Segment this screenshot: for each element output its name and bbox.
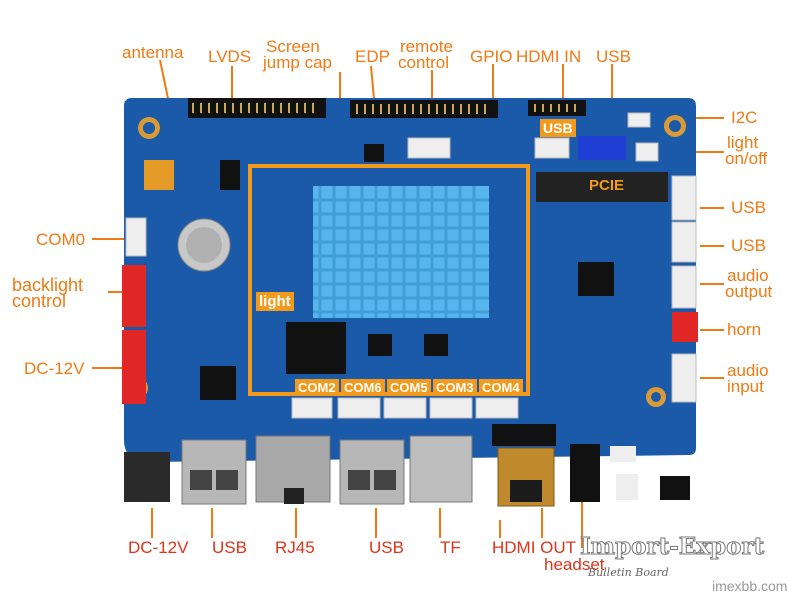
label-audio-input-2: input <box>727 377 764 396</box>
red-connectors <box>122 265 698 404</box>
chips <box>200 144 614 400</box>
label-on-off: on/off <box>725 149 768 168</box>
watermark-sub: Bulletin Board <box>588 566 669 579</box>
label-hdmi-in: HDMI IN <box>516 47 582 66</box>
board-com2-label: COM2 <box>295 379 339 396</box>
label-i2c: I2C <box>731 108 758 127</box>
label-remote: remote <box>400 37 453 56</box>
board-usb-label: USB <box>540 119 576 137</box>
top-pin-headers <box>188 98 586 118</box>
board-com3-label: COM3 <box>433 379 477 396</box>
label-rj45: RJ45 <box>275 538 315 557</box>
label-headset: headset <box>544 555 605 574</box>
label-usb-bottom-2: USB <box>369 538 404 557</box>
label-usb-right-1: USB <box>731 198 766 217</box>
board-light-label: light <box>256 292 294 311</box>
label-usb-bottom-1: USB <box>212 538 247 557</box>
label-usb-top: USB <box>596 47 631 66</box>
white-connectors <box>125 112 697 419</box>
label-screen: Screen <box>266 37 320 56</box>
heatsink <box>313 186 489 318</box>
label-com0: COM0 <box>36 230 86 249</box>
board-pcie-label: PCIE <box>589 177 625 194</box>
label-antenna: antenna <box>122 43 184 62</box>
board-com6-label: COM6 <box>341 379 385 396</box>
label-usb-right-2: USB <box>731 236 766 255</box>
label-backlight-control: control <box>12 291 67 311</box>
board-com5-label: COM5 <box>387 379 431 396</box>
label-dc12v-bottom: DC-12V <box>128 538 189 557</box>
label-dc12v-left: DC-12V <box>24 359 85 378</box>
label-audio-output-2: output <box>725 282 773 301</box>
bottom-connectors <box>124 424 690 507</box>
label-gpio: GPIO <box>470 47 513 66</box>
label-audio-input-1: audio <box>727 361 769 380</box>
label-lvds: LVDS <box>208 47 252 66</box>
board-com4-label: COM4 <box>479 379 523 396</box>
label-backlight: backlight <box>12 275 84 295</box>
watermark-site: imexbb.com <box>712 578 788 594</box>
usb-header <box>578 136 626 160</box>
antenna-module <box>144 160 174 190</box>
label-hdmi-out: HDMI OUT <box>492 538 577 557</box>
watermark-brand: Import-Export <box>579 533 765 561</box>
label-light: light <box>727 133 759 152</box>
label-jump-cap: jump cap <box>263 53 332 72</box>
label-audio-output-1: audio <box>727 266 769 285</box>
label-horn: horn <box>727 320 762 339</box>
label-edp: EDP <box>355 47 390 66</box>
label-tf: TF <box>440 538 461 557</box>
leader-lines <box>92 59 724 548</box>
label-control: control <box>398 53 450 72</box>
pcie-slot <box>536 172 668 202</box>
